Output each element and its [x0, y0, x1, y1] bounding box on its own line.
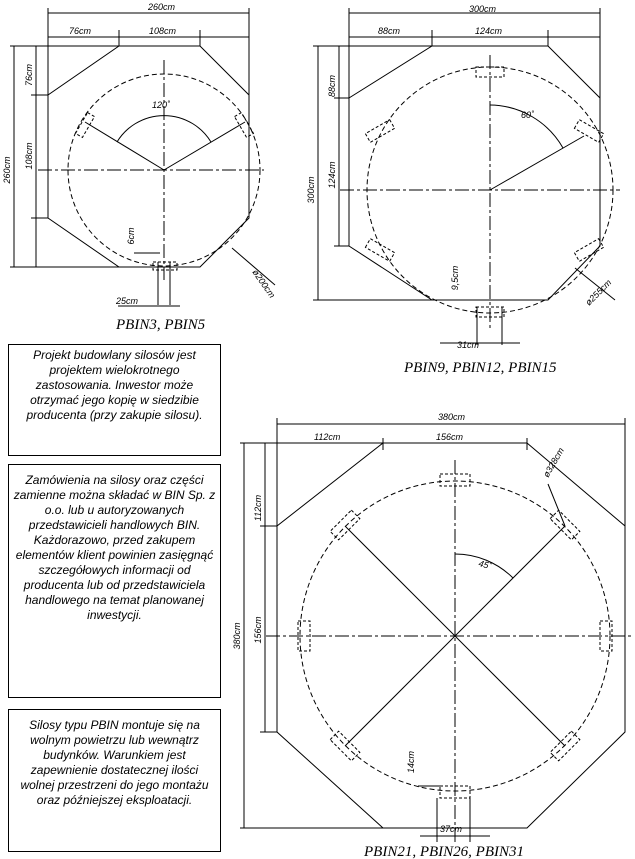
note-ordering-info: Zamówienia na silosy oraz części zamienn… [8, 464, 221, 698]
angle-label: 120˚ [152, 100, 171, 110]
foot-label: 25cm [115, 296, 139, 306]
foot-label: 37cm [440, 824, 463, 834]
dim-edge-height: 112cm [253, 494, 263, 521]
silo-plan-pbin9 [313, 8, 620, 345]
dim-total-width: 380cm [438, 412, 466, 422]
dim-mid-width: 124cm [475, 26, 503, 36]
dim-mid-height: 124cm [327, 161, 337, 189]
angle-label: 45˚ [477, 558, 493, 571]
angle-label: 60˚ [521, 110, 535, 120]
note-installation-info: Silosy typu PBIN montuje się na wolnym p… [8, 709, 221, 852]
dim-total-width: 260cm [147, 2, 176, 12]
dim-total-height: 260cm [2, 156, 12, 185]
dim-edge-height: 76cm [24, 63, 34, 86]
silo-plan-pbin21 [240, 418, 633, 845]
dim-total-height: 300cm [306, 176, 316, 204]
dim-edge-width: 88cm [378, 26, 401, 36]
octagon-outline [276, 442, 626, 829]
caption: PBIN3, PBIN5 [115, 317, 206, 333]
silo-plan-pbin3 [10, 8, 276, 307]
note-project-info: Projekt budowlany silosów jest projektem… [8, 344, 221, 456]
gap-label: 14cm [406, 750, 416, 773]
foot-label: 31cm [457, 340, 480, 350]
caption: PBIN9, PBIN12, PBIN15 [403, 360, 557, 376]
octagon-outline [47, 45, 250, 268]
dim-edge-width: 76cm [69, 26, 92, 36]
dim-edge-width: 112cm [314, 432, 341, 442]
diameter-label: ø328cm [541, 445, 566, 479]
dim-mid-width: 108cm [149, 26, 177, 36]
caption: PBIN21, PBIN26, PBIN31 [363, 844, 524, 859]
dim-total-width: 300cm [469, 4, 497, 14]
dim-mid-width: 156cm [436, 432, 464, 442]
octagon-outline [348, 45, 601, 301]
dim-mid-height: 156cm [253, 616, 263, 644]
dim-edge-height: 88cm [327, 74, 337, 97]
dim-mid-height: 108cm [24, 142, 34, 170]
diameter-label: ø255cm [583, 277, 613, 307]
gap-label: 9,5cm [450, 265, 460, 290]
gap-label: 6cm [126, 227, 136, 245]
dim-total-height: 380cm [232, 622, 242, 650]
